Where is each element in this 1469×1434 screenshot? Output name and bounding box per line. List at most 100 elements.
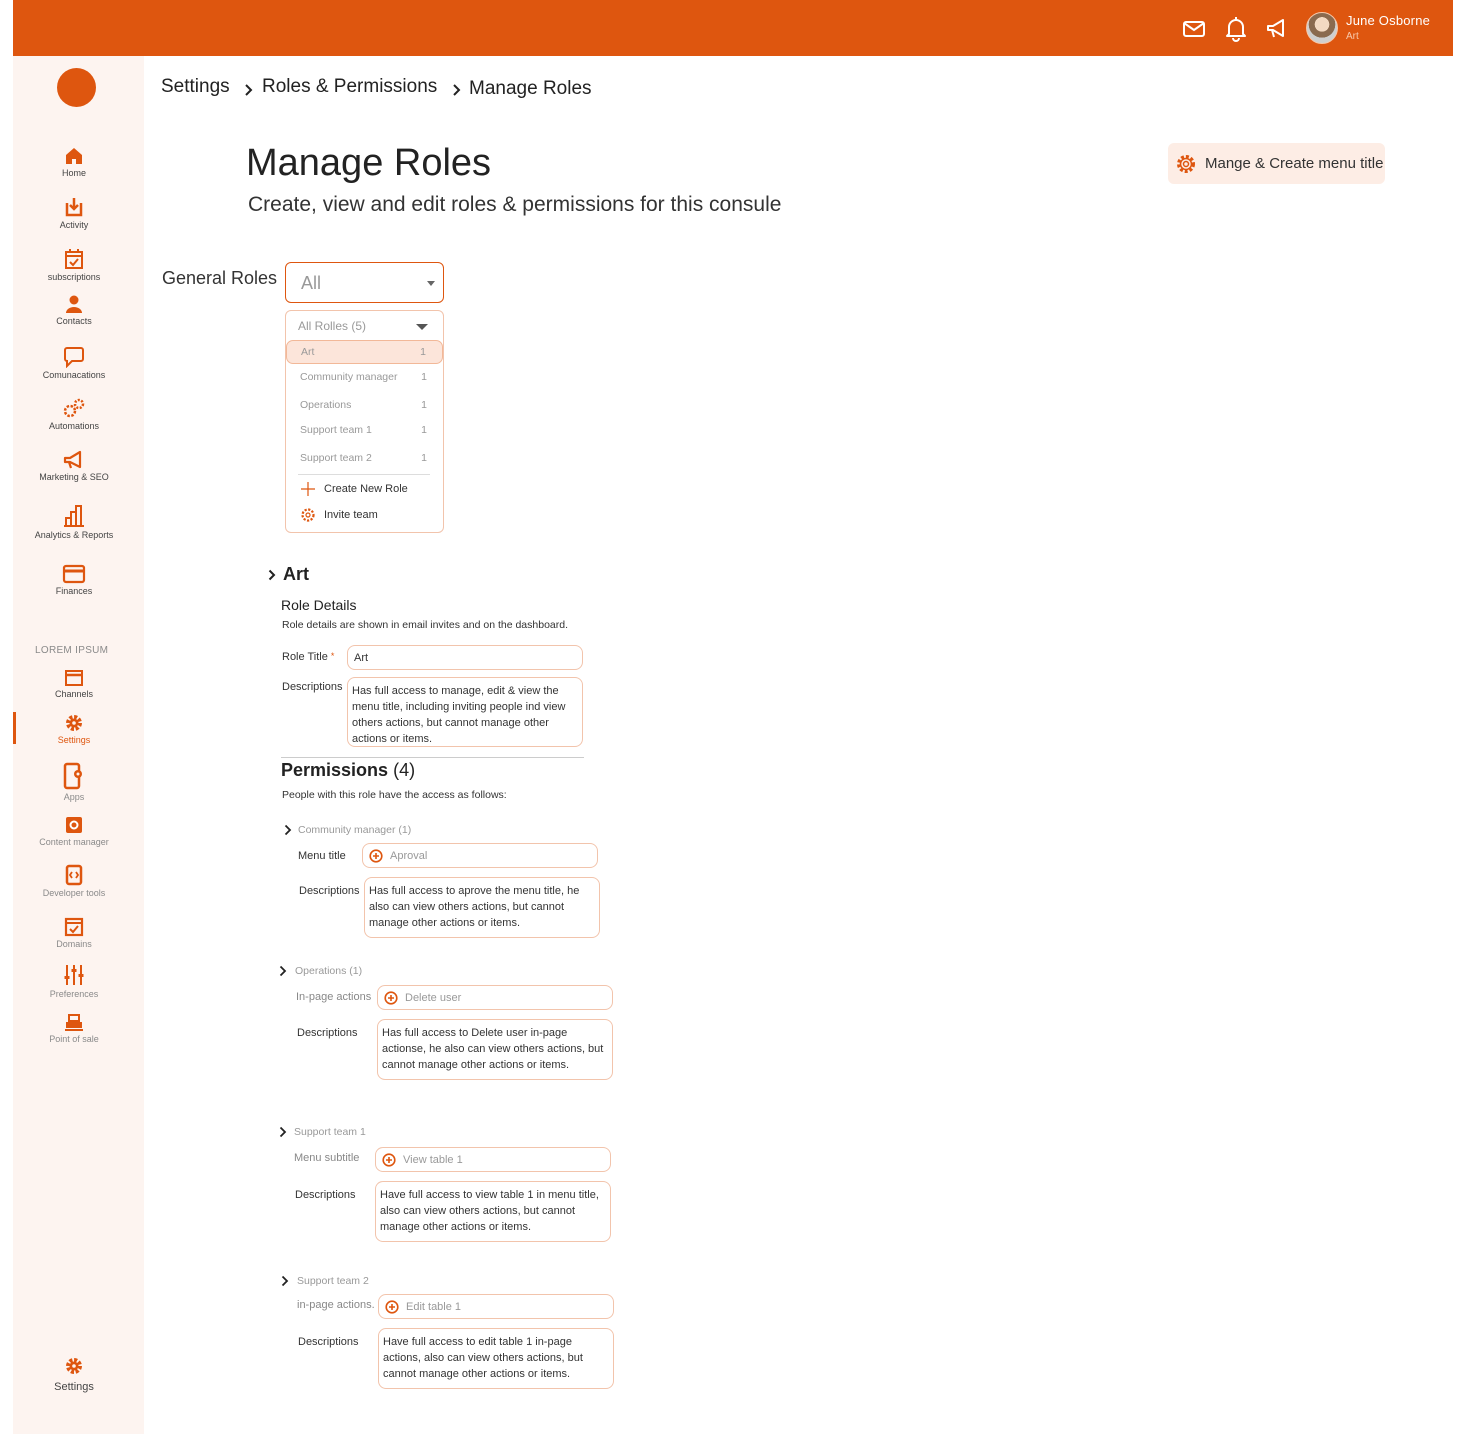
chevron-right-icon (245, 84, 253, 96)
invite-team-button[interactable]: Invite team (300, 507, 378, 523)
sidebar-item-label: Settings (54, 1381, 94, 1393)
permission-value-input[interactable]: View table 1 (375, 1147, 611, 1172)
sidebar-item-label: Analytics & Reports (34, 530, 114, 540)
sidebar-item-channels[interactable]: Channels (13, 669, 135, 699)
permissions-title: Permissions (4) (281, 760, 415, 781)
caret-down-icon[interactable] (416, 324, 428, 330)
manage-create-button[interactable]: Mange & Create menu title (1168, 143, 1385, 184)
sidebar-item-label: Activity (59, 220, 89, 230)
sidebar-item-finances[interactable]: Finances (13, 564, 135, 596)
permission-description-textarea[interactable]: Has full access to Delete user in-page a… (377, 1019, 613, 1080)
sidebar-item-label: Automations (48, 421, 100, 431)
page-subtitle: Create, view and edit roles & permission… (248, 193, 782, 216)
sidebar-item-label: Finances (55, 586, 93, 596)
permission-value: Aproval (390, 850, 428, 862)
megaphone-icon (63, 450, 82, 469)
bell-icon[interactable] (1223, 14, 1249, 42)
dropdown-header[interactable]: All Rolles (5) (298, 319, 367, 333)
user-icon (66, 295, 82, 313)
sidebar-item-label: Content manager (39, 837, 109, 847)
sidebar-item-label: Apps (63, 792, 85, 802)
sidebar-item-developer-tools[interactable]: Developer tools (13, 864, 135, 898)
sidebar-item-label: subscriptions (47, 272, 101, 282)
create-new-role-button[interactable]: Create New Role (300, 481, 408, 497)
role-details-help: Role details are shown in email invites … (282, 619, 569, 631)
user-name[interactable]: June Osborne (1346, 13, 1431, 28)
sidebar-item-analytics[interactable]: Analytics & Reports (13, 504, 135, 540)
dropdown-option-support-team-1[interactable]: Support team 1 1 (286, 419, 443, 443)
top-bar: June Osborne Art (13, 0, 1453, 56)
sidebar-item-settings[interactable]: Settings (13, 713, 135, 745)
roles-dropdown: All Rolles (5) Art 1 Community manager 1… (285, 310, 444, 533)
chevron-right-icon[interactable] (281, 1275, 289, 1287)
gear-icon (66, 1358, 82, 1374)
sidebar-item-subscriptions[interactable]: subscriptions (13, 248, 135, 282)
plus-circle-icon (385, 1300, 399, 1314)
sidebar-item-label: Preferences (49, 989, 99, 999)
plus-circle-icon (369, 849, 383, 863)
breadcrumb-roles-permissions[interactable]: Roles & Permissions (262, 76, 438, 97)
permission-description-textarea[interactable]: Has full access to aprove the menu title… (364, 877, 600, 938)
permission-description-textarea[interactable]: Have full access to view table 1 in menu… (375, 1181, 611, 1242)
sidebar-section-label: LOREM IPSUM (35, 645, 109, 656)
sidebar-item-label: Comunacations (42, 370, 106, 380)
megaphone-icon[interactable] (1264, 14, 1290, 42)
permission-field-label: in-page actions. (297, 1299, 375, 1311)
sidebar-item-preferences[interactable]: Preferences (13, 963, 135, 999)
sidebar-item-home[interactable]: Home (13, 146, 135, 178)
checkbox-icon (64, 917, 84, 937)
chevron-right-icon[interactable] (284, 824, 292, 836)
card-icon (62, 564, 86, 584)
dropdown-option-art[interactable]: Art 1 (286, 340, 443, 364)
active-indicator (13, 712, 16, 744)
general-roles-label: General Roles (162, 268, 278, 288)
sidebar-item-label: Domains (56, 939, 92, 949)
permission-value-input[interactable]: Delete user (377, 985, 613, 1010)
invite-team-label: Invite team (324, 509, 378, 521)
breadcrumb-settings[interactable]: Settings (161, 76, 230, 97)
permission-value-input[interactable]: Edit table 1 (378, 1294, 614, 1319)
sidebar-item-contacts[interactable]: Contacts (13, 294, 135, 326)
permissions-help: People with this role have the access as… (282, 789, 507, 801)
mail-icon[interactable] (1181, 14, 1207, 42)
permission-group-title[interactable]: Support team 1 (294, 1126, 366, 1138)
permission-group-title[interactable]: Community manager (1) (298, 824, 412, 836)
permission-group-title[interactable]: Support team 2 (297, 1275, 369, 1287)
permissions-title-text: Permissions (281, 760, 389, 780)
sidebar-item-activity[interactable]: Activity (13, 196, 135, 230)
permission-desc-label: Descriptions (298, 1336, 359, 1348)
page-title: Manage Roles (246, 142, 492, 184)
chevron-right-icon[interactable] (268, 569, 276, 581)
dropdown-option-operations[interactable]: Operations 1 (286, 394, 443, 418)
sidebar-item-point-of-sale[interactable]: Point of sale (13, 1014, 135, 1044)
avatar[interactable] (1306, 12, 1338, 44)
calendar-check-icon (65, 249, 83, 269)
sidebar-item-communications[interactable]: Comunacations (13, 346, 135, 380)
general-roles-select[interactable]: All (285, 262, 444, 303)
sidebar-item-content-manager[interactable]: Content manager (13, 815, 135, 847)
create-new-role-label: Create New Role (324, 483, 408, 495)
chevron-right-icon[interactable] (279, 965, 287, 977)
dropdown-option-community-manager[interactable]: Community manager 1 (286, 366, 443, 390)
chevron-right-icon[interactable] (279, 1126, 287, 1138)
sidebar-item-label: Channels (54, 689, 94, 699)
role-description-textarea[interactable]: Has full access to manage, edit & view t… (347, 677, 583, 747)
dropdown-option-support-team-2[interactable]: Support team 2 1 (286, 447, 443, 471)
permission-group-title[interactable]: Operations (1) (295, 965, 363, 977)
register-icon (65, 1014, 83, 1031)
permission-value-input[interactable]: Aproval (362, 843, 598, 868)
option-count: 1 (421, 452, 427, 464)
permission-description-textarea[interactable]: Have full access to edit table 1 in-page… (378, 1328, 614, 1389)
sidebar-bottom-settings[interactable]: Settings (13, 1356, 135, 1393)
sidebar-item-marketing[interactable]: Marketing & SEO (13, 450, 135, 482)
sidebar-item-apps[interactable]: Apps (13, 762, 135, 802)
permission-desc-label: Descriptions (297, 1027, 358, 1039)
sidebar-item-label: Developer tools (42, 888, 106, 898)
option-count: 1 (420, 346, 426, 358)
sidebar-item-automations[interactable]: Automations (13, 397, 135, 431)
sidebar-item-domains[interactable]: Domains (13, 917, 135, 949)
logo[interactable] (57, 68, 96, 107)
permission-field-label: In-page actions (296, 991, 372, 1003)
role-title-label: Role Title * (282, 651, 334, 663)
role-title-input[interactable] (347, 645, 583, 670)
